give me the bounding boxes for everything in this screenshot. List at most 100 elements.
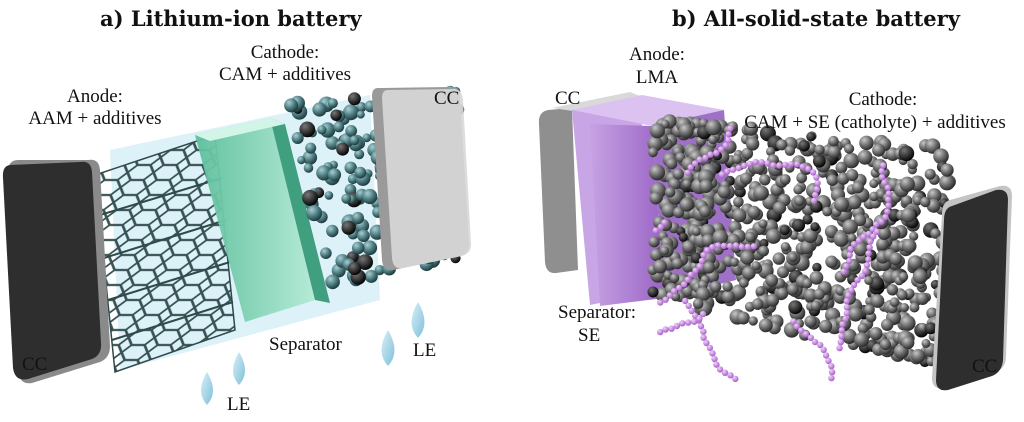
cam-particle xyxy=(927,188,942,203)
catholyte-bead xyxy=(843,310,851,317)
current-collector-left-b xyxy=(538,92,640,274)
cam-particle xyxy=(876,237,889,251)
cam-particle xyxy=(800,240,814,255)
cam-particle xyxy=(717,185,731,199)
cam-particle xyxy=(776,139,788,151)
cathode-particle xyxy=(299,121,316,138)
catholyte-bead xyxy=(811,338,819,346)
catholyte-bead xyxy=(727,372,734,379)
catholyte-bead xyxy=(813,186,821,193)
catholyte-bead xyxy=(758,159,765,166)
catholyte-bead xyxy=(750,243,757,250)
cathode-particle xyxy=(362,133,372,143)
catholyte-bead xyxy=(687,271,695,278)
cam-particle xyxy=(699,205,712,218)
current-collector-right-a xyxy=(372,86,472,271)
cam-particle xyxy=(682,179,692,189)
panel-b-title: b) All-solid-state battery xyxy=(672,6,961,31)
catholyte-bead xyxy=(814,180,821,187)
cam-particle xyxy=(787,283,799,296)
catholyte-bead xyxy=(732,242,740,249)
cam-particle xyxy=(822,206,833,217)
cam-particle xyxy=(902,238,917,254)
catholyte-bead xyxy=(726,242,734,250)
catholyte-bead xyxy=(812,191,819,199)
cam-particle xyxy=(745,137,760,151)
anode-label-b: Anode: xyxy=(629,44,685,65)
catholyte-bead xyxy=(884,184,891,191)
separator-a xyxy=(195,118,330,322)
cam-particle xyxy=(784,145,796,156)
catholyte-bead xyxy=(848,287,855,294)
cathode-particle xyxy=(344,161,357,174)
catholyte-bead xyxy=(691,318,698,325)
cam-particle xyxy=(864,304,875,315)
anode-composition-label-a: AAM + additives xyxy=(28,108,161,129)
catholyte-bead xyxy=(846,257,853,265)
cam-particle xyxy=(729,257,740,267)
catholyte-bead xyxy=(670,288,678,295)
cam-particle xyxy=(812,154,826,168)
cathode-particle xyxy=(317,125,327,135)
cam-particle xyxy=(678,123,694,139)
cam-particle xyxy=(864,275,874,285)
cam-particle xyxy=(748,316,758,326)
catholyte-bead xyxy=(878,218,885,225)
panel-b: b) All-solid-state battery CC Anode: LMA… xyxy=(538,6,1012,391)
catholyte-bead xyxy=(673,322,681,330)
cathode-particle xyxy=(327,98,338,109)
cam-particle xyxy=(921,338,931,348)
catholyte-bead xyxy=(810,197,818,204)
cam-particle xyxy=(842,219,858,235)
catholyte-bead xyxy=(718,146,725,153)
cam-particle xyxy=(827,145,841,159)
catholyte-bead xyxy=(838,333,845,340)
cathode-particle xyxy=(297,156,306,165)
cam-particle xyxy=(681,240,695,254)
cam-particle xyxy=(898,272,909,282)
current-collector-right-b xyxy=(932,185,1012,391)
cathode-particle xyxy=(336,142,349,156)
cathode-particle xyxy=(330,109,342,121)
catholyte-bead xyxy=(680,281,688,288)
cam-particle xyxy=(846,169,859,182)
cam-particle xyxy=(869,179,879,189)
cam-particle xyxy=(731,284,747,300)
cathode-particle xyxy=(362,240,378,256)
cc-right-label-a: CC xyxy=(434,88,459,109)
cam-particle xyxy=(721,290,735,304)
cam-particle xyxy=(834,196,850,212)
catholyte-bead xyxy=(845,292,852,299)
catholyte-bead xyxy=(799,163,806,170)
cathode-particle xyxy=(354,166,367,179)
catholyte-bead xyxy=(692,267,699,274)
catholyte-bead xyxy=(764,160,771,167)
cam-particle xyxy=(791,218,806,232)
cathode-particle xyxy=(349,135,360,146)
cam-particle xyxy=(691,226,702,236)
catholyte-bead xyxy=(846,251,853,259)
cam-particle xyxy=(647,286,659,298)
cam-particle xyxy=(740,250,755,265)
cam-particle xyxy=(804,315,817,328)
catholyte-bead xyxy=(805,165,812,173)
cathode-particle xyxy=(306,205,323,222)
cam-particle xyxy=(803,228,818,243)
cam-particle xyxy=(670,292,681,302)
catholyte-bead xyxy=(691,160,699,167)
cam-particle xyxy=(733,196,744,208)
cam-particle xyxy=(699,179,713,193)
catholyte-bead xyxy=(714,242,722,249)
catholyte-bead xyxy=(709,350,716,357)
catholyte-bead xyxy=(700,252,707,259)
catholyte-bead xyxy=(828,363,835,370)
cam-particle xyxy=(844,143,855,154)
cam-particle xyxy=(848,306,863,322)
cathode-particle xyxy=(284,98,299,113)
current-collector-left-a xyxy=(2,159,110,384)
cam-particle xyxy=(766,146,776,157)
cam-particle xyxy=(673,206,685,219)
anode-label-a: Anode: xyxy=(67,86,123,107)
cam-particle xyxy=(810,300,821,312)
catholyte-bead xyxy=(704,247,711,254)
